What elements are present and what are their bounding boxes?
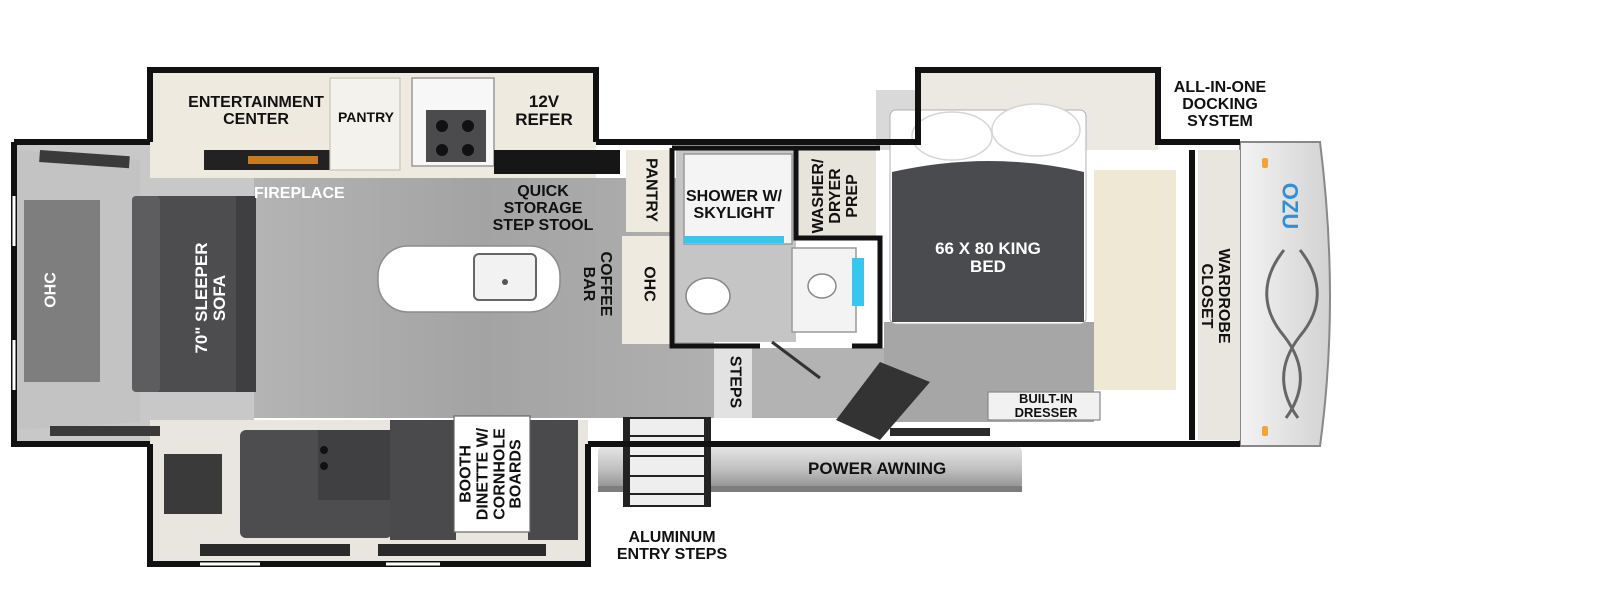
front-cap (1239, 141, 1331, 447)
docking-label: ALL-IN-ONE DOCKING SYSTEM (1173, 79, 1267, 130)
brand-logo-icon (1265, 249, 1319, 419)
entertainment-center-label: ENTERTAINMENT CENTER (188, 94, 324, 128)
interior-steps (714, 348, 752, 418)
pantry-top-label: PANTRY (338, 109, 394, 125)
kitchen-island (377, 245, 561, 313)
king-bed-label: 66 X 80 KING BED (935, 239, 1041, 276)
fireplace-label: FIREPLACE (254, 185, 345, 202)
ohc-left-label: OHC (42, 272, 60, 308)
sleeper-sofa-label: 70" SLEEPER SOFA (192, 242, 229, 354)
ohc-left-cabinet (24, 200, 100, 382)
exterior-walls (11, 67, 1240, 567)
aluminum-entry-steps (623, 417, 711, 507)
pantry-side-label: PANTRY (642, 158, 660, 222)
washer-dryer-closet (798, 148, 876, 236)
stovetop (411, 77, 495, 167)
power-awning-label: POWER AWNING (808, 459, 947, 478)
coffee-bar-label: COFFEE BAR (580, 251, 614, 317)
sleeper-sofa (132, 196, 256, 392)
bathroom (676, 148, 864, 342)
built-in-dresser (987, 391, 1101, 421)
steps-label: STEPS (726, 355, 744, 409)
shower-label: SHOWER W/ SKYLIGHT (686, 188, 782, 222)
brand-mark: OZU (1277, 182, 1303, 230)
washer-dryer-label: WASHER/ DRYER PREP (809, 158, 861, 234)
ohc-mid-label: OHC (640, 266, 658, 302)
interior-walls (669, 145, 883, 349)
quick-storage-label: QUICK STORAGE STEP STOOL (492, 183, 594, 234)
window-marks (12, 196, 440, 566)
aluminum-steps-label: ALUMINUM ENTRY STEPS (616, 529, 728, 563)
built-in-dresser-label: BUILT-IN DRESSER (1014, 391, 1078, 420)
king-bed (889, 103, 1087, 325)
refer-label: 12V REFER (515, 92, 573, 129)
coffee-bar-cabinet (622, 236, 670, 344)
booth-dinette-label: BOOTH DINETTE W/ CORNHOLE BOARDS (457, 427, 525, 521)
booth-dinette (240, 415, 578, 540)
wardrobe-label: WARDROBE CLOSET (1198, 248, 1232, 344)
